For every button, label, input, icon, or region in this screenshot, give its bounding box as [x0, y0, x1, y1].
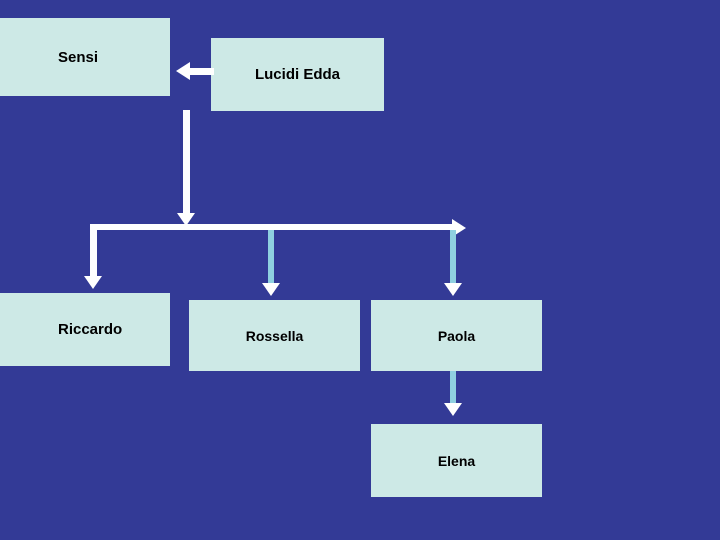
arrowhead-down-paola: [444, 283, 462, 296]
arrowhead-down-riccardo: [84, 276, 102, 289]
connector-bus-to-rossella: [268, 230, 274, 284]
node-paola[interactable]: Paola: [371, 300, 542, 371]
connector-lucidi-to-sensi: [190, 68, 214, 75]
node-label-sensi: Sensi: [58, 48, 99, 66]
node-riccardo[interactable]: Riccardo: [0, 293, 170, 366]
node-elena[interactable]: Elena: [371, 424, 542, 497]
connector-bus-to-paola: [450, 230, 456, 284]
node-label-riccardo: Riccardo: [58, 321, 123, 338]
arrowhead-down-lucidi: [177, 213, 195, 226]
node-rossella[interactable]: Rossella: [189, 300, 360, 371]
node-sensi[interactable]: Sensi: [0, 18, 170, 96]
connector-lucidi-down-stem: [183, 110, 190, 214]
connector-bus-to-riccardo: [90, 224, 97, 277]
node-lucidi-edda[interactable]: Lucidi Edda: [211, 38, 384, 111]
connector-paola-to-elena: [450, 371, 456, 404]
node-label-paola: Paola: [437, 327, 476, 344]
arrowhead-left-to-sensi: [176, 62, 190, 80]
node-label-rossella: Rossella: [245, 327, 304, 344]
node-label-elena: Elena: [437, 452, 476, 469]
arrowhead-down-rossella: [262, 283, 280, 296]
node-label-lucidi-edda: Lucidi Edda: [254, 66, 340, 83]
arrowhead-down-elena: [444, 403, 462, 416]
connector-horizontal-bus: [94, 224, 454, 230]
